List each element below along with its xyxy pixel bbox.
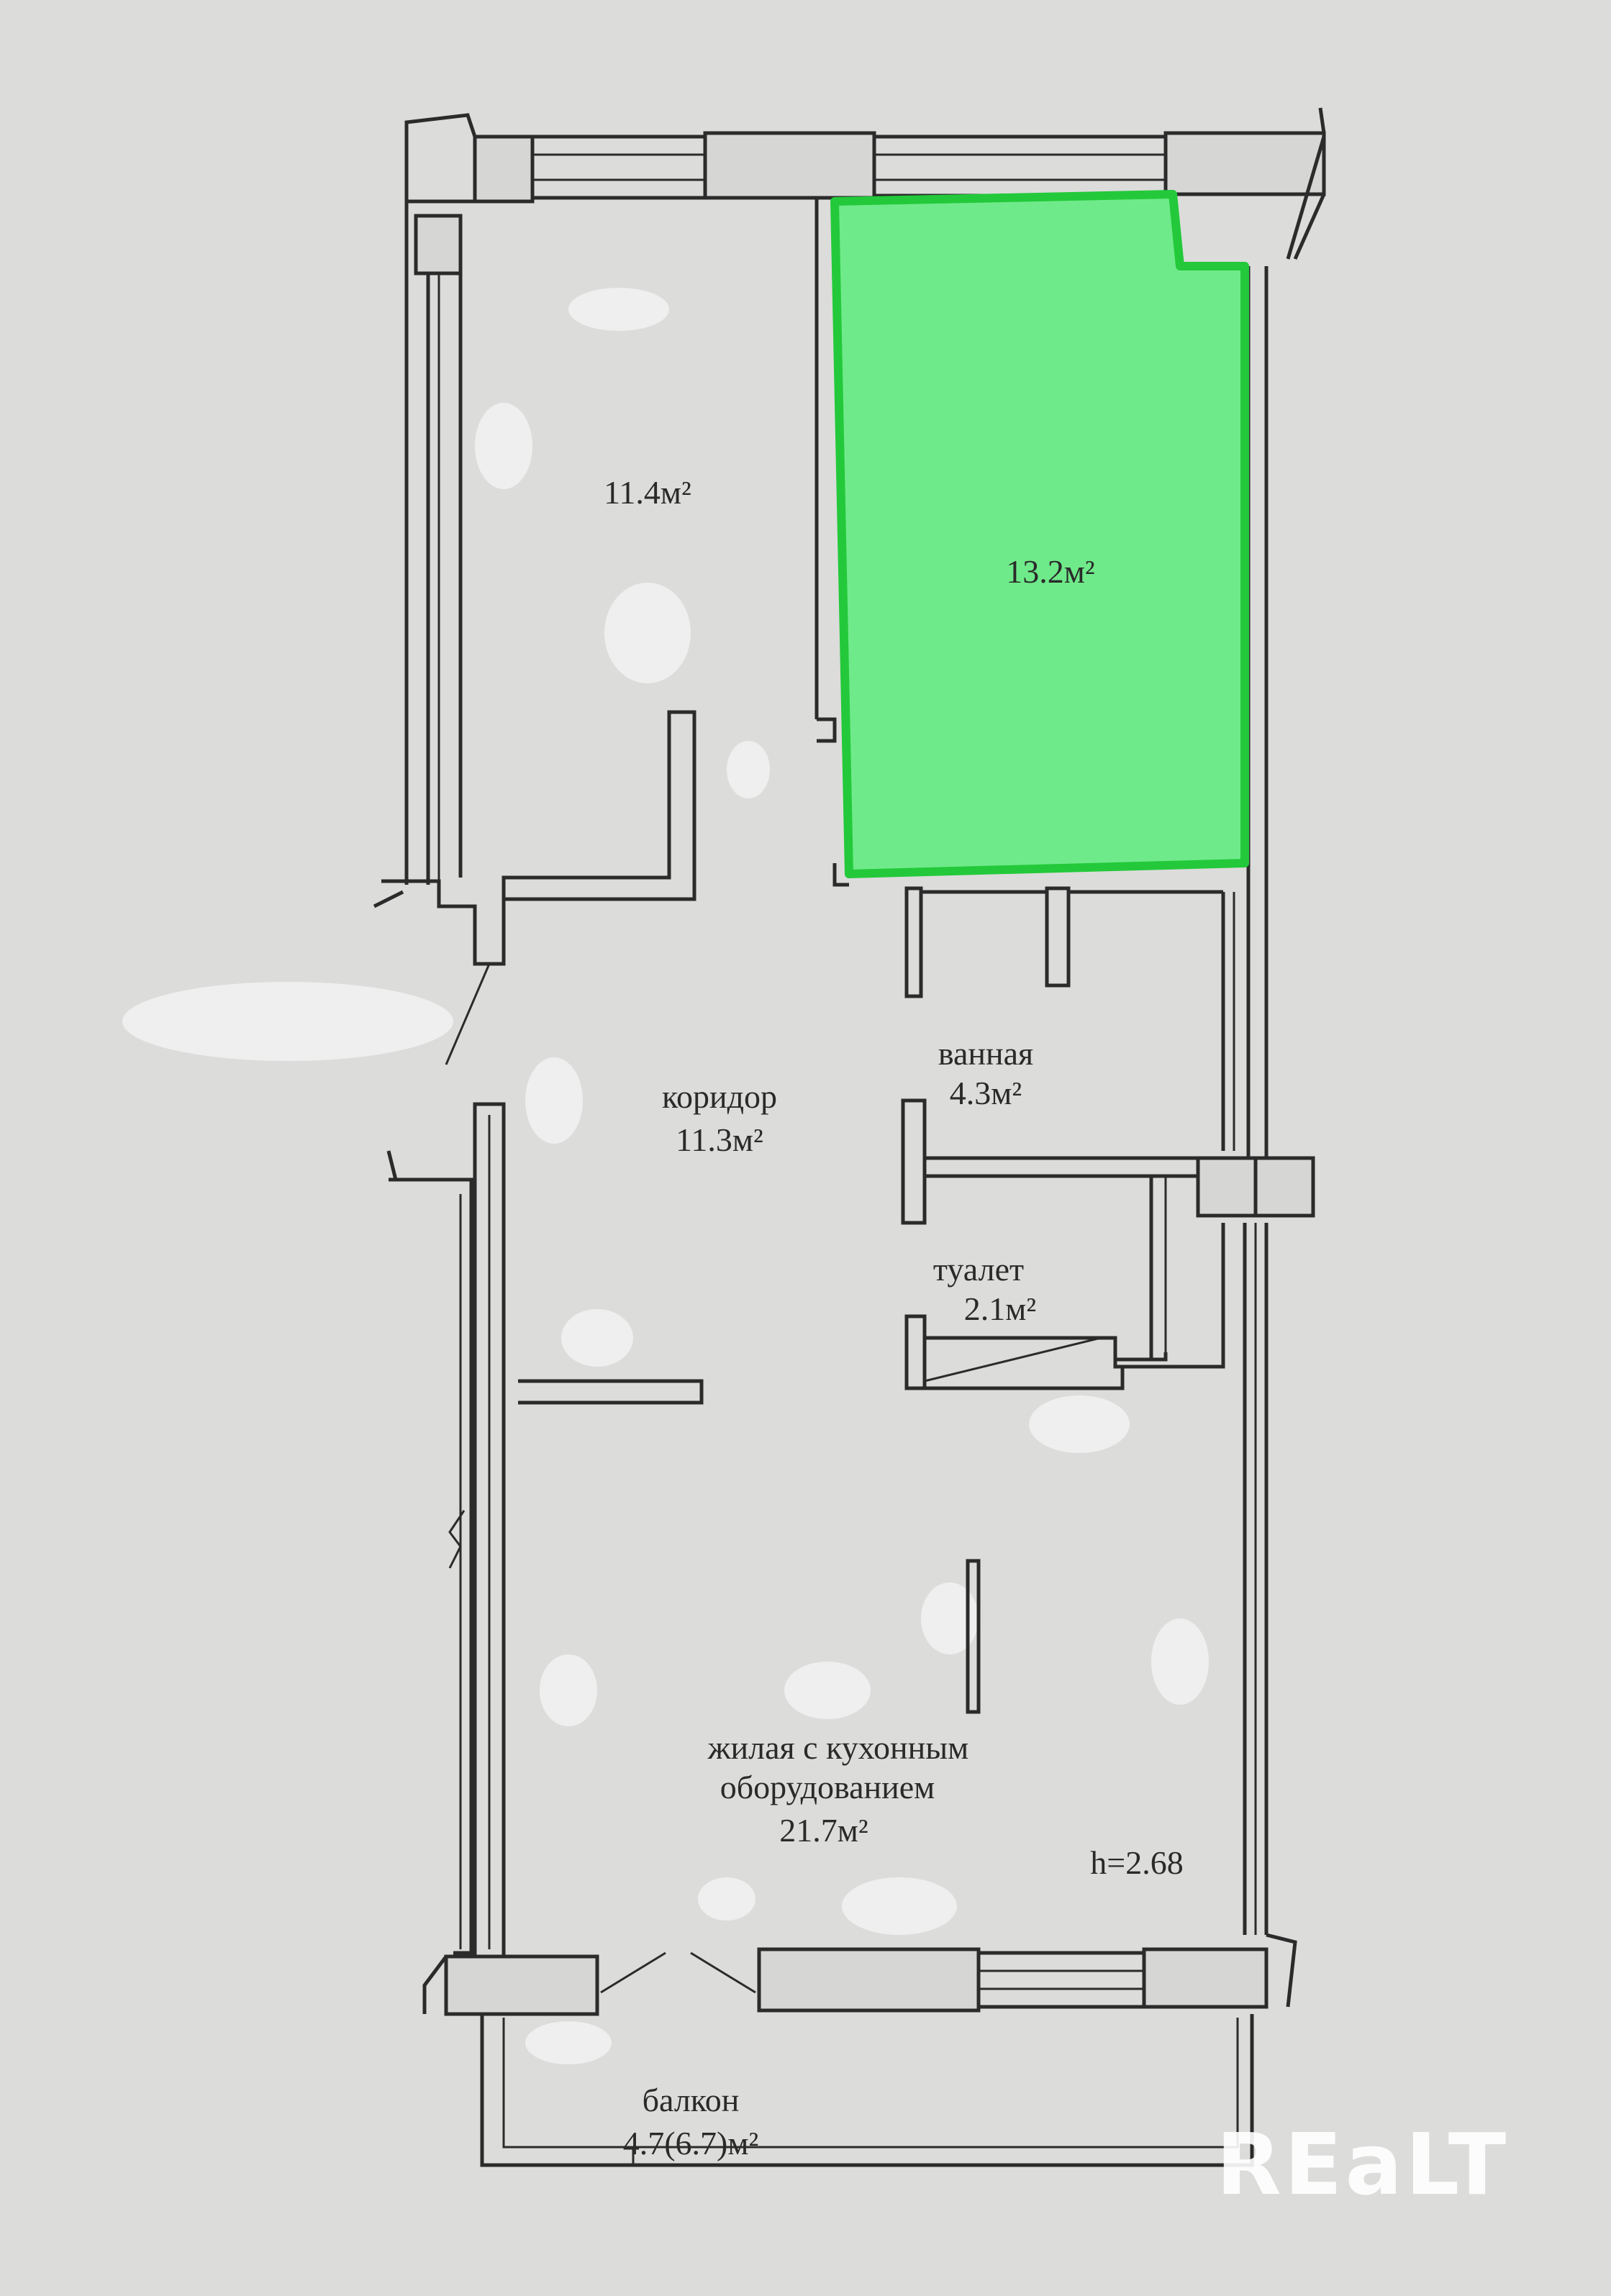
bathroom-name-label: ванная [938, 1035, 1033, 1072]
living-kitchen-name-line2: оборудованием [720, 1769, 935, 1805]
walls [373, 107, 1326, 2167]
balcony-name-label: балкон [643, 2082, 740, 2118]
toilet-name-label: туалет [933, 1251, 1024, 1288]
corridor-area-label: 11.3м² [676, 1121, 763, 1158]
corridor-name-label: коридор [662, 1078, 777, 1115]
blurred-areas [122, 288, 1209, 2064]
room-1-area-label: 11.4м² [604, 474, 691, 511]
bathroom-area-label: 4.3м² [950, 1075, 1022, 1111]
living-kitchen-name-line1: жилая с кухонным [707, 1729, 969, 1766]
living-kitchen-area-label: 21.7м² [779, 1812, 868, 1849]
room-2-area-label: 13.2м² [1006, 553, 1094, 590]
room-highlight-13-2[interactable] [830, 190, 1249, 878]
realt-watermark: REaLT [1216, 2115, 1509, 2214]
balcony-area-label: 4.7(6.7)м² [623, 2125, 759, 2161]
ceiling-height-label: h=2.68 [1090, 1844, 1183, 1881]
toilet-area-label: 2.1м² [964, 1290, 1036, 1327]
